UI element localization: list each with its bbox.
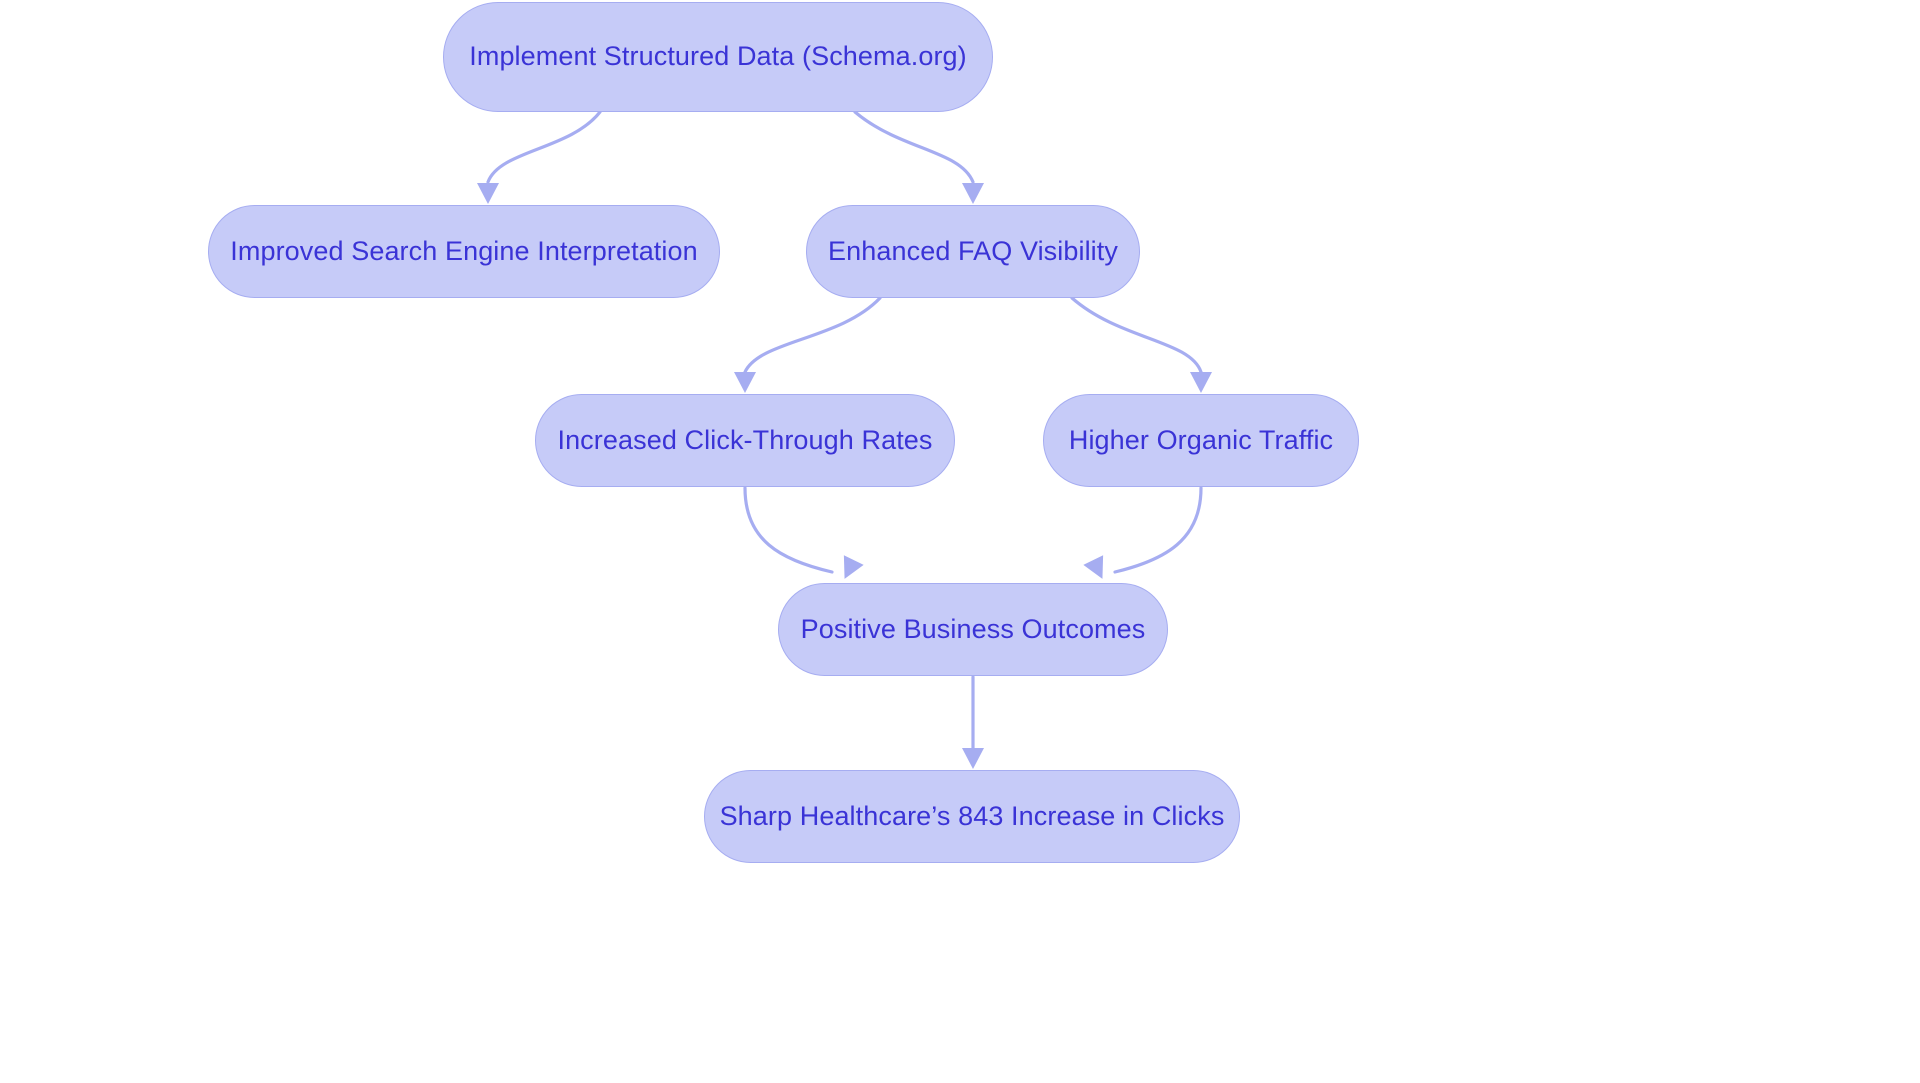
edge-path xyxy=(486,110,602,184)
arrowhead-icon xyxy=(477,183,499,204)
node-label: Implement Structured Data (Schema.org) xyxy=(469,41,967,72)
node-label: Positive Business Outcomes xyxy=(800,613,1146,644)
edge-path xyxy=(743,296,882,374)
node-increased-click-through-rates[interactable]: Increased Click-Through Rates xyxy=(535,394,955,487)
edge-path xyxy=(1070,296,1203,374)
edge-path xyxy=(853,110,975,184)
node-implement-structured-data[interactable]: Implement Structured Data (Schema.org) xyxy=(443,2,993,112)
node-label: Increased Click-Through Rates xyxy=(557,424,933,455)
arrowhead-icon xyxy=(1190,372,1212,393)
node-label: Sharp Healthcare’s 843 Increase in Click… xyxy=(719,800,1225,831)
node-sharp-healthcare-increase-in-clicks[interactable]: Sharp Healthcare’s 843 Increase in Click… xyxy=(704,770,1240,863)
edge-path xyxy=(743,486,834,574)
node-label: Enhanced FAQ Visibility xyxy=(828,235,1118,266)
arrowhead-icon xyxy=(1083,555,1104,579)
arrowhead-icon xyxy=(843,555,864,579)
node-higher-organic-traffic[interactable]: Higher Organic Traffic xyxy=(1043,394,1359,487)
arrowhead-icon xyxy=(962,748,984,769)
node-enhanced-faq-visibility[interactable]: Enhanced FAQ Visibility xyxy=(806,205,1140,298)
node-positive-business-outcomes[interactable]: Positive Business Outcomes xyxy=(778,583,1168,676)
arrowhead-icon xyxy=(962,183,984,204)
edge-path xyxy=(1113,486,1203,574)
arrowhead-icon xyxy=(734,372,756,393)
node-label: Higher Organic Traffic xyxy=(1068,424,1334,455)
node-label: Improved Search Engine Interpretation xyxy=(230,235,698,266)
node-improved-search-engine-interpretation[interactable]: Improved Search Engine Interpretation xyxy=(208,205,720,298)
